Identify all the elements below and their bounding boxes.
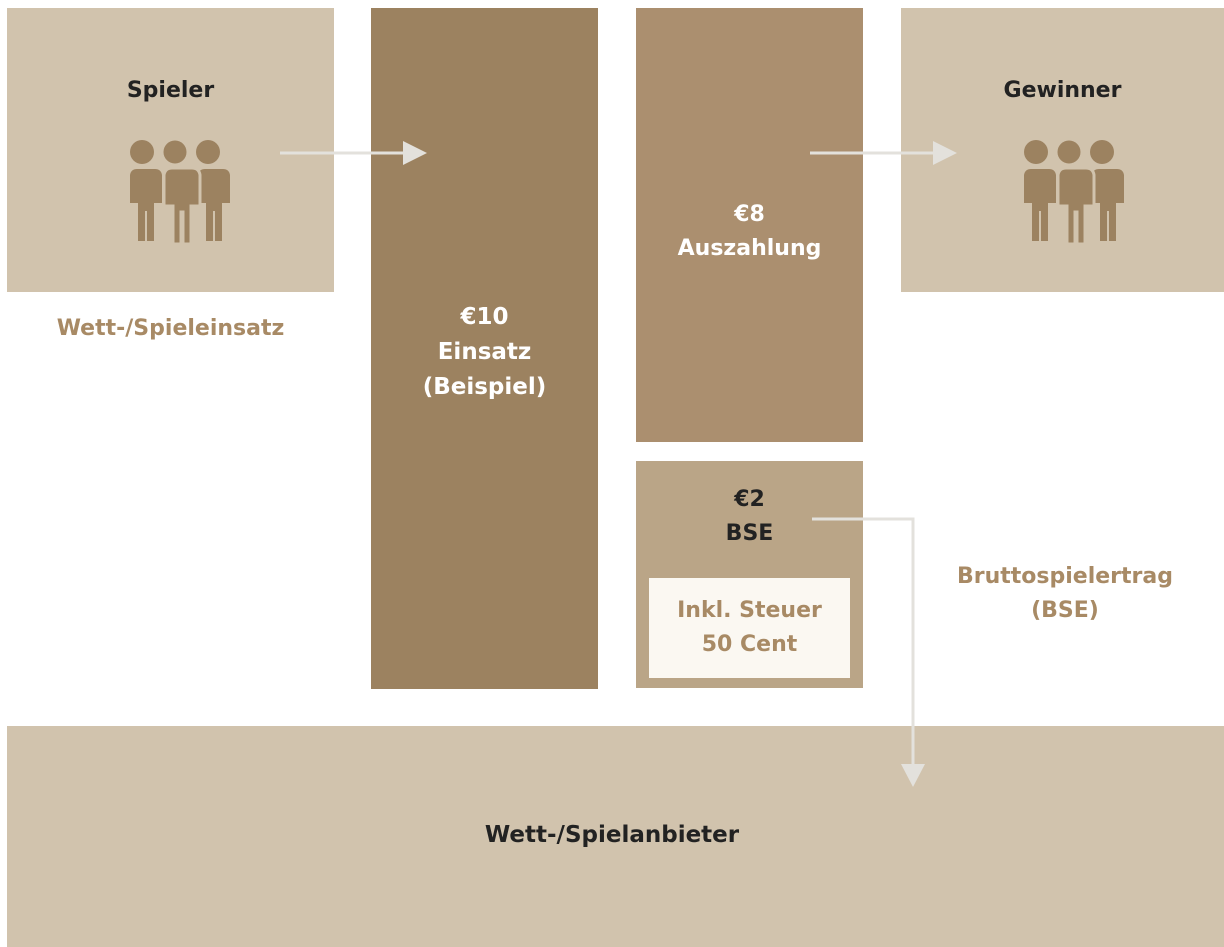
people-group-icon — [1021, 137, 1124, 244]
winners-box: Gewinner — [901, 8, 1224, 292]
stake-note: (Beispiel) — [422, 374, 547, 400]
arrow-payout-to-winners — [810, 141, 957, 165]
bse-text: €2 BSE — [636, 483, 863, 551]
arrow-bse-to-provider — [812, 517, 925, 787]
payout-label: Auszahlung — [677, 236, 822, 261]
people-group-icon — [127, 137, 230, 244]
tax-line-2: 50 Cent — [701, 632, 798, 657]
tax-note-box: Inkl. Steuer 50 Cent — [649, 578, 850, 678]
payout-amount: €8 — [734, 202, 765, 227]
bse-amount: €2 — [734, 487, 765, 512]
gross-gaming-revenue-box: €2 BSE Inkl. Steuer 50 Cent — [636, 461, 863, 688]
stake-caption: Wett-/Spieleinsatz — [56, 316, 285, 341]
bse-label: BSE — [725, 521, 774, 546]
bse-caption-line-1: Bruttospielertrag — [956, 564, 1173, 589]
bse-caption: Bruttospielertrag (BSE) — [930, 560, 1200, 628]
payout-text: €8 Auszahlung — [636, 198, 863, 266]
arrow-players-to-stake — [280, 141, 427, 165]
payout-column: €8 Auszahlung — [636, 8, 863, 442]
provider-title: Wett-/Spielanbieter — [484, 822, 740, 848]
players-box: Spieler — [7, 8, 334, 292]
stake-column: €10 Einsatz (Beispiel) — [371, 8, 598, 689]
stake-label: Einsatz — [437, 339, 532, 365]
bse-caption-line-2: (BSE) — [1031, 598, 1099, 623]
stake-text: €10 Einsatz (Beispiel) — [371, 300, 598, 405]
stake-amount: €10 — [460, 304, 509, 330]
provider-box — [7, 726, 1224, 947]
players-title: Spieler — [126, 78, 215, 103]
winners-title: Gewinner — [1003, 78, 1122, 103]
tax-line-1: Inkl. Steuer — [677, 598, 822, 623]
